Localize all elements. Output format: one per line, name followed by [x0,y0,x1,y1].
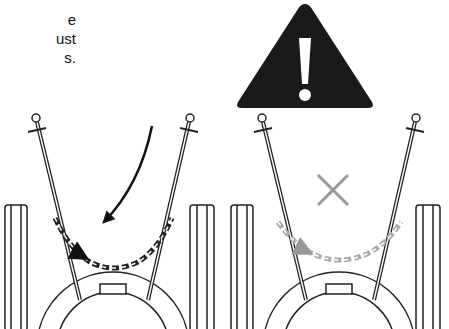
text-fragment: ust [56,30,76,48]
text-fragment: s. [64,49,76,67]
warning-symbol [237,4,373,108]
text-fragment: e [68,11,76,29]
wrong-fitting [231,114,440,329]
correct-fitting [5,114,214,329]
